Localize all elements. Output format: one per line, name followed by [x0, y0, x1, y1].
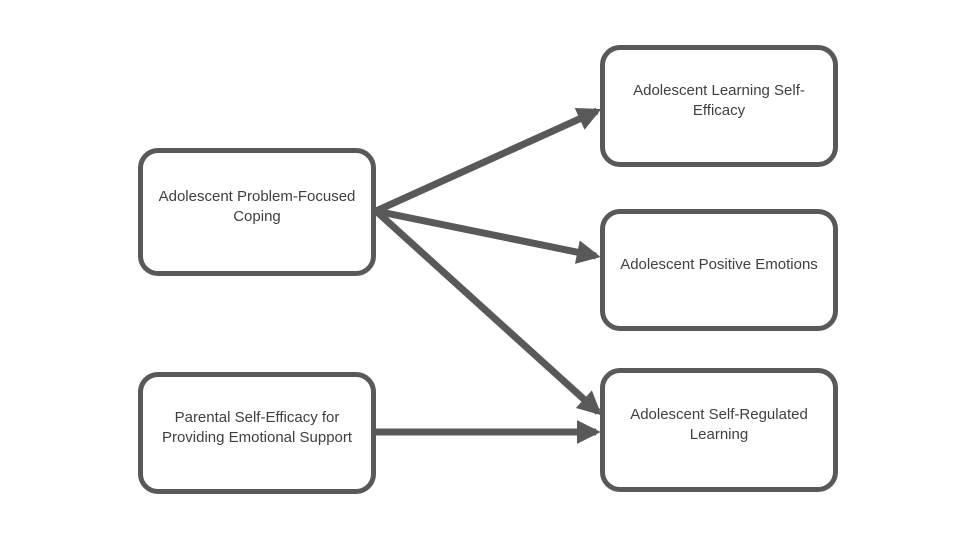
node-parental-self-efficacy: Parental Self-Efficacy for Providing Emo… [138, 372, 376, 494]
arrow-coping-to-learning-self-efficacy [374, 107, 602, 215]
node-label: Adolescent Self-Regulated Learning [630, 405, 808, 443]
node-adolescent-self-regulated-learning: Adolescent Self-Regulated Learning [600, 368, 838, 492]
arrow-coping-to-positive-emotions [375, 207, 601, 264]
node-adolescent-learning-self-efficacy: Adolescent Learning Self-Efficacy [600, 45, 838, 167]
node-adolescent-positive-emotions: Adolescent Positive Emotions [600, 209, 838, 331]
node-label: Adolescent Learning Self-Efficacy [633, 81, 805, 119]
node-label: Adolescent Problem-Focused Coping [158, 187, 356, 225]
node-label: Parental Self-Efficacy for Providing Emo… [161, 408, 353, 446]
node-adolescent-problem-focused-coping: Adolescent Problem-Focused Coping [138, 148, 376, 276]
node-label: Adolescent Positive Emotions [620, 255, 818, 273]
arrow-coping-to-self-regulated-learning [373, 208, 602, 416]
